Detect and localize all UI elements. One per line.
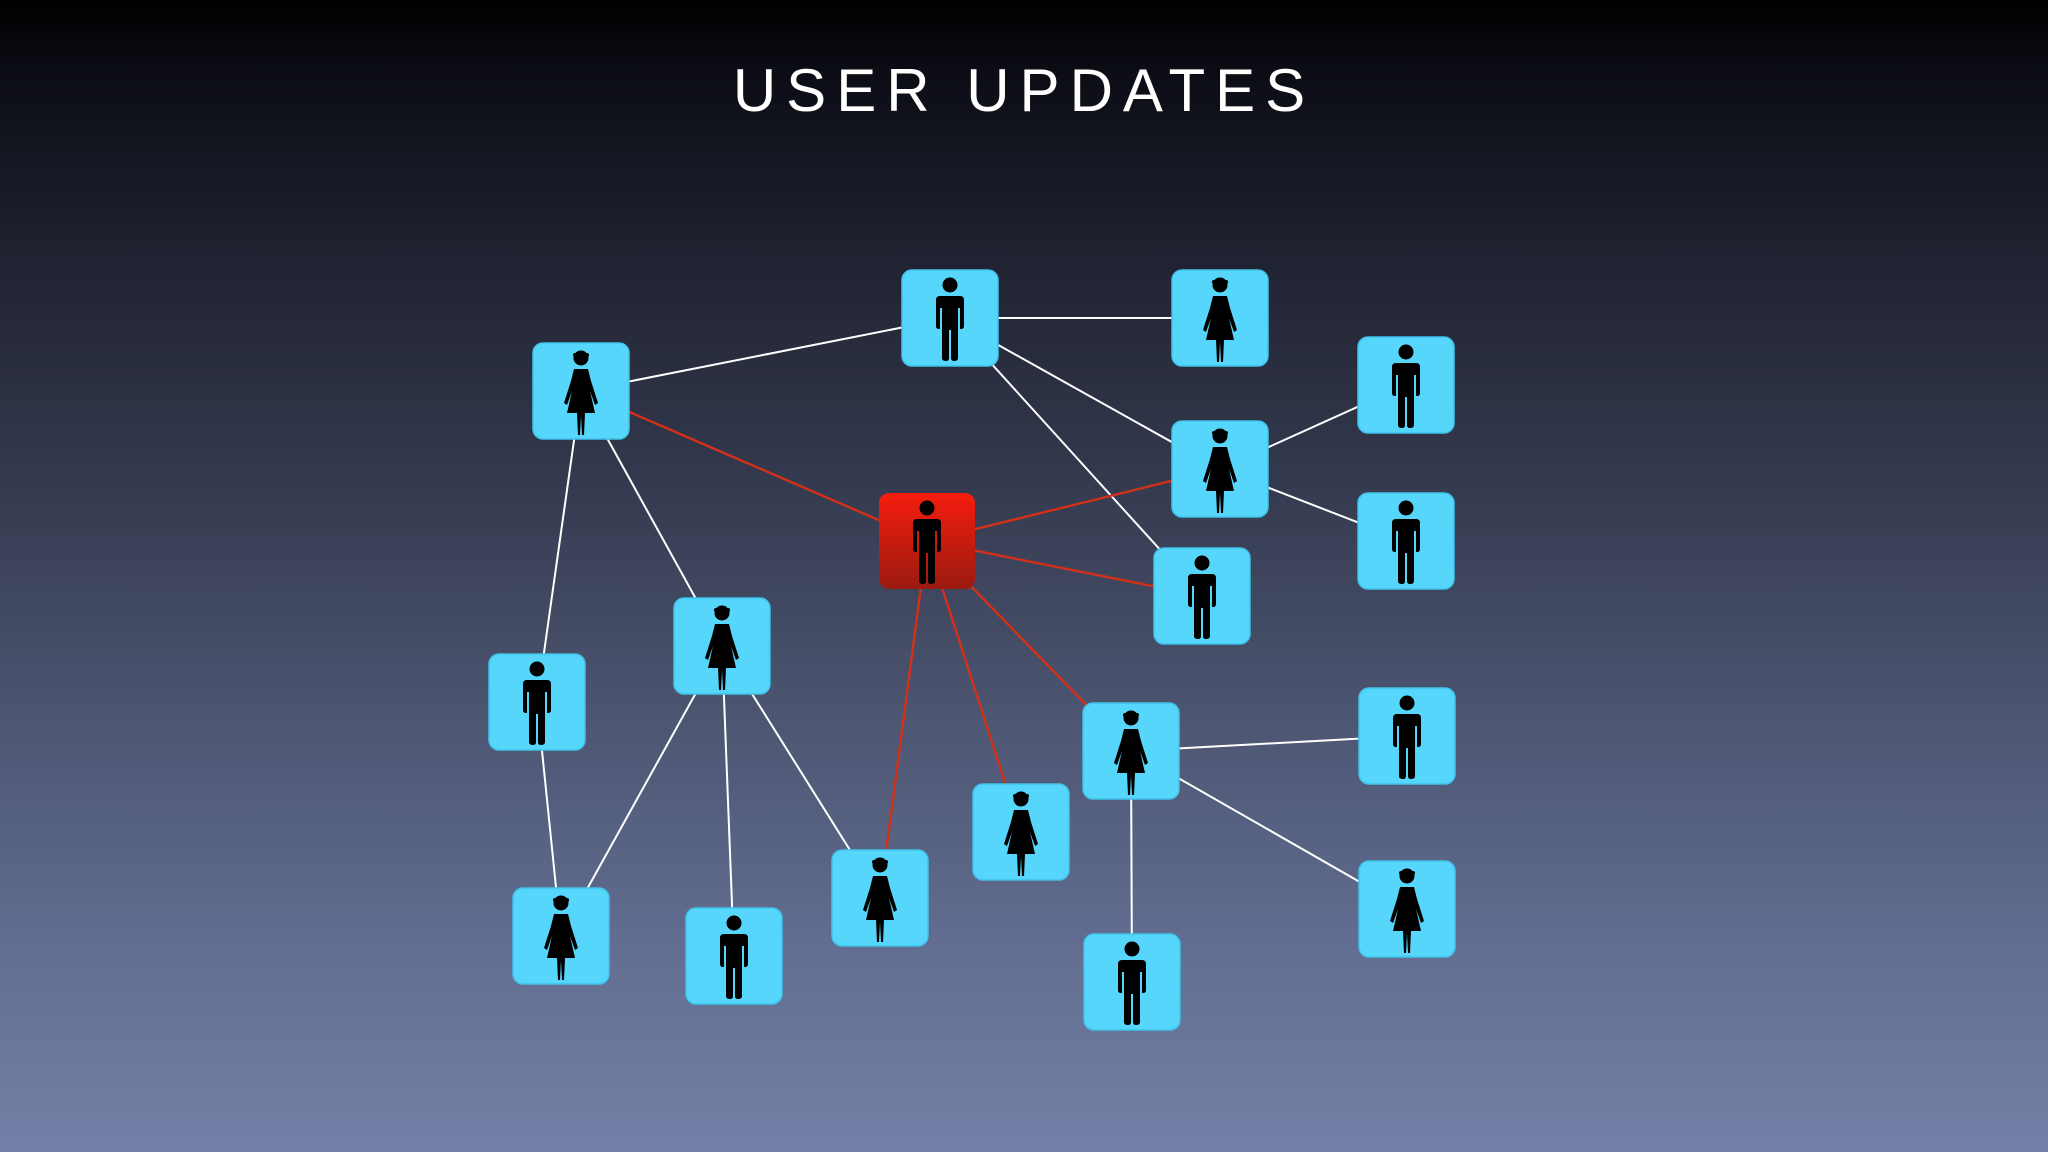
user-node[interactable]: [512, 887, 610, 985]
male-user-icon: [1392, 344, 1420, 428]
user-node[interactable]: [1358, 687, 1456, 785]
male-user-icon: [1393, 695, 1421, 779]
user-node[interactable]: [673, 597, 771, 695]
female-user-icon: [1004, 791, 1038, 876]
female-user-icon: [863, 857, 897, 942]
male-user-icon: [913, 500, 941, 584]
female-user-icon: [544, 895, 578, 980]
female-user-icon: [564, 350, 598, 435]
male-user-icon: [936, 277, 964, 361]
female-user-icon: [705, 605, 739, 690]
user-node[interactable]: [532, 342, 630, 440]
male-user-icon: [1118, 941, 1146, 1025]
user-node[interactable]: [1358, 860, 1456, 958]
highlight-connection-n4-n1: [580, 389, 928, 543]
user-node[interactable]: [1357, 492, 1455, 590]
selected-user-node[interactable]: [879, 493, 975, 589]
user-node[interactable]: [1171, 269, 1269, 367]
connection-n9-n15: [721, 645, 735, 957]
male-user-icon: [1392, 500, 1420, 584]
connection-n1-n10: [536, 390, 582, 703]
highlight-connection-n4-n16: [878, 540, 929, 899]
highlight-connection-n4-n6: [926, 467, 1221, 543]
user-node[interactable]: [1082, 702, 1180, 800]
female-user-icon: [1203, 277, 1237, 362]
male-user-icon: [523, 661, 551, 745]
female-user-icon: [1390, 868, 1424, 953]
female-user-icon: [1203, 428, 1237, 513]
user-node[interactable]: [901, 269, 999, 367]
nodes-layer: [488, 269, 1456, 1031]
user-node[interactable]: [1153, 547, 1251, 645]
edges-layer: [536, 317, 1408, 983]
user-node[interactable]: [1171, 420, 1269, 518]
user-node[interactable]: [685, 907, 783, 1005]
male-user-icon: [720, 915, 748, 999]
user-node[interactable]: [1357, 336, 1455, 434]
user-node[interactable]: [488, 653, 586, 751]
connection-n1-n2: [580, 317, 951, 392]
user-node[interactable]: [1083, 933, 1181, 1031]
user-node[interactable]: [972, 783, 1070, 881]
female-user-icon: [1114, 710, 1148, 795]
male-user-icon: [1188, 555, 1216, 639]
slide-title: USER UPDATES: [732, 57, 1316, 124]
user-node[interactable]: [831, 849, 929, 947]
